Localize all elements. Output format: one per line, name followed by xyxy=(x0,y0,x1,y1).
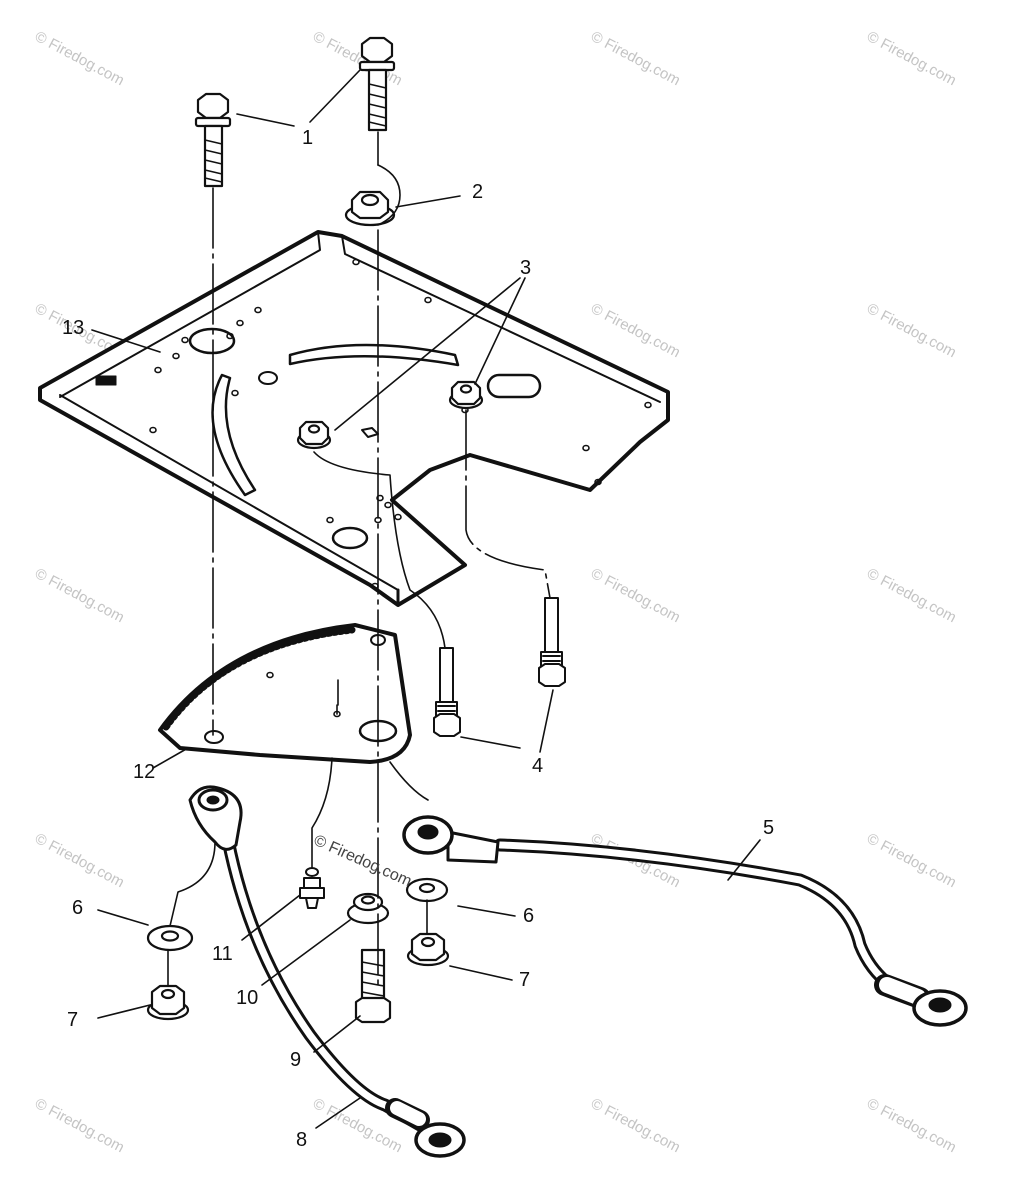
bolt-left xyxy=(194,92,232,188)
callout-2: 2 xyxy=(472,181,484,203)
nut-center xyxy=(296,420,332,450)
nut-right xyxy=(448,380,484,410)
callout-5: 5 xyxy=(763,817,775,839)
nut-lower-right xyxy=(406,932,450,967)
center-lines xyxy=(167,131,551,991)
callout-12: 12 xyxy=(133,761,156,783)
callout-13: 13 xyxy=(62,317,85,339)
sector-gear xyxy=(158,623,412,764)
callout-7-right: 7 xyxy=(519,969,531,991)
callout-1: 1 xyxy=(302,127,314,149)
nut-lower-left xyxy=(146,984,190,1021)
flange-nut xyxy=(344,190,396,227)
leader-lines xyxy=(91,69,761,1129)
shoulder-bolt-right xyxy=(538,597,566,687)
spacer-bushing xyxy=(346,892,390,925)
callout-11: 11 xyxy=(212,943,233,965)
bolt-lower xyxy=(354,948,392,1024)
callout-9: 9 xyxy=(290,1049,302,1071)
tie-rod-right xyxy=(402,815,968,1027)
shoulder-bolt-left xyxy=(433,647,461,737)
callout-8: 8 xyxy=(296,1129,308,1151)
callout-3: 3 xyxy=(520,257,532,279)
callout-4: 4 xyxy=(532,755,544,777)
bolt-right xyxy=(358,36,396,132)
washer-right xyxy=(405,877,449,903)
washer-left xyxy=(146,924,194,952)
grease-fitting xyxy=(299,867,325,909)
mounting-plate xyxy=(38,230,670,607)
tie-rod-left xyxy=(188,785,466,1158)
callout-6-left: 6 xyxy=(72,897,84,919)
callout-6-right: 6 xyxy=(523,905,535,927)
callout-10: 10 xyxy=(236,987,259,1009)
callout-7-left: 7 xyxy=(67,1009,79,1031)
